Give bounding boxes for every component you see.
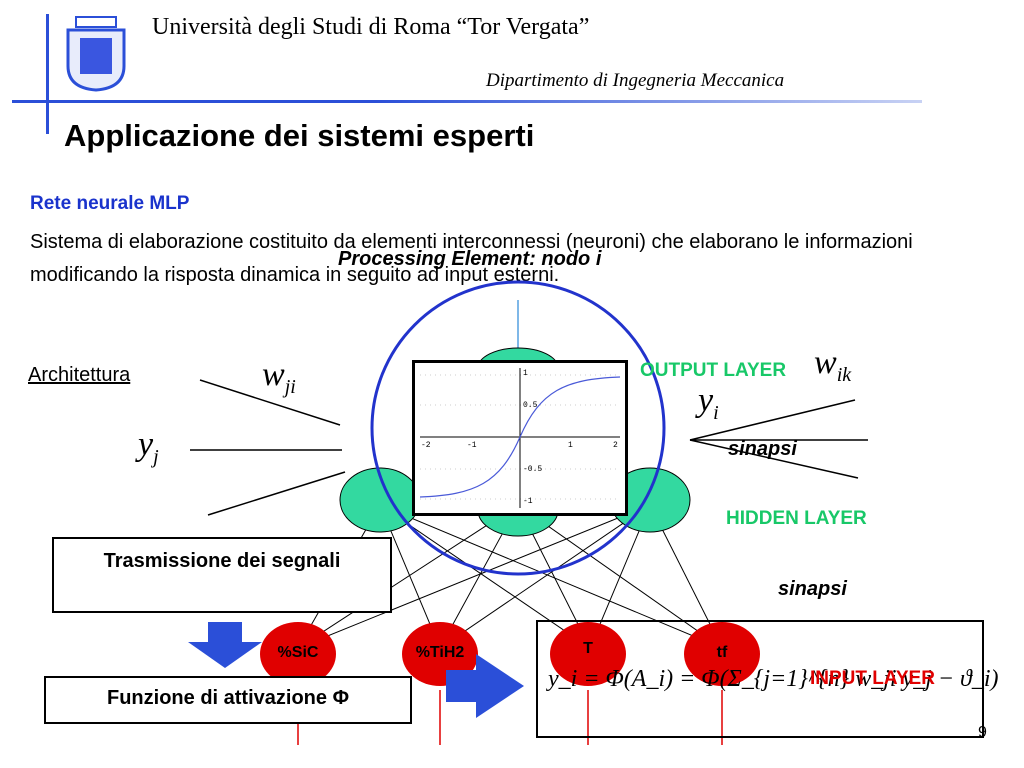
input-label-tih2: %TiH2 xyxy=(415,644,465,661)
plot-x-tick: 1 xyxy=(568,441,573,450)
activation-function-box: Funzione di attivazione Φ xyxy=(44,676,412,724)
synapse-line xyxy=(517,504,723,649)
input-arrow xyxy=(207,471,346,516)
input-node xyxy=(684,622,760,686)
slide-title: Applicazione dei sistemi esperti xyxy=(64,118,535,153)
synapse-line xyxy=(379,504,591,649)
activation-formula: y_i = Φ(A_i) = Φ(Σ_{j=1}^{n} w_ji y_j − … xyxy=(548,666,999,692)
output-arrow xyxy=(689,399,856,441)
slide-body: Sistema di elaborazione costituito da el… xyxy=(30,231,913,286)
plot-y-tick: -0.5 xyxy=(523,465,542,474)
input-node xyxy=(260,622,336,686)
synapse-line xyxy=(297,504,651,649)
plot-y-tick: -1 xyxy=(523,497,533,506)
input-label-t: T xyxy=(583,640,593,657)
formula-box: y_i = Φ(A_i) = Φ(Σ_{j=1}^{n} w_ji y_j − … xyxy=(536,620,999,738)
hidden-layer-label: HIDDEN LAYER xyxy=(726,508,867,529)
plot-x-tick: -2 xyxy=(421,441,431,450)
input-arrow xyxy=(199,379,341,426)
input-label-tf: tf xyxy=(716,644,728,661)
slide-subtitle: Rete neurale MLP xyxy=(30,193,190,214)
university-logo xyxy=(66,16,126,92)
architecture-label: Architettura xyxy=(28,364,131,386)
synapse-line xyxy=(379,504,723,649)
input-layer-label: INPUT LAYER xyxy=(810,668,935,689)
synapse-line xyxy=(439,504,651,649)
w-ji-symbol: wji xyxy=(262,356,296,398)
header-vertical-rule xyxy=(46,14,49,134)
arrow-right-shaft xyxy=(446,670,476,702)
plot-y-tick: 1 xyxy=(523,369,528,378)
w-ik-symbol: wik xyxy=(814,344,852,386)
department-name: Dipartimento di Ingegneria Meccanica xyxy=(486,70,785,91)
synapse-label-bottom: sinapsi xyxy=(778,578,847,600)
plot-x-tick: -1 xyxy=(467,441,477,450)
sigmoid-curve xyxy=(419,376,621,498)
transmission-box: Trasmissione dei segnali xyxy=(52,537,392,613)
plot-x-tick: 2 xyxy=(613,441,618,450)
synapse-label-top: sinapsi xyxy=(728,438,797,460)
processing-element-circle xyxy=(370,280,666,576)
header-horizontal-rule xyxy=(12,100,922,103)
processing-element-label: Processing Element: nodo i xyxy=(338,248,602,270)
university-name: Università degli Studi di Roma “Tor Verg… xyxy=(152,14,590,40)
arrow-right-head xyxy=(476,654,524,718)
output-arrow xyxy=(689,439,859,479)
input-node xyxy=(550,622,626,686)
y-i-symbol: yi xyxy=(698,382,719,424)
y-j-symbol: yj xyxy=(138,426,159,468)
synapse-line xyxy=(297,504,519,649)
arrow-down-shaft xyxy=(208,622,242,642)
sigmoid-plot: -2 -1 1 2 1 0.5 -0.5 -1 xyxy=(412,360,628,516)
input-label-sic: %SiC xyxy=(277,644,319,661)
plot-y-tick: 0.5 xyxy=(523,401,538,410)
output-layer-label: OUTPUT LAYER xyxy=(640,360,787,381)
page-number: 9 xyxy=(978,724,987,741)
arrow-down-head xyxy=(188,642,262,668)
